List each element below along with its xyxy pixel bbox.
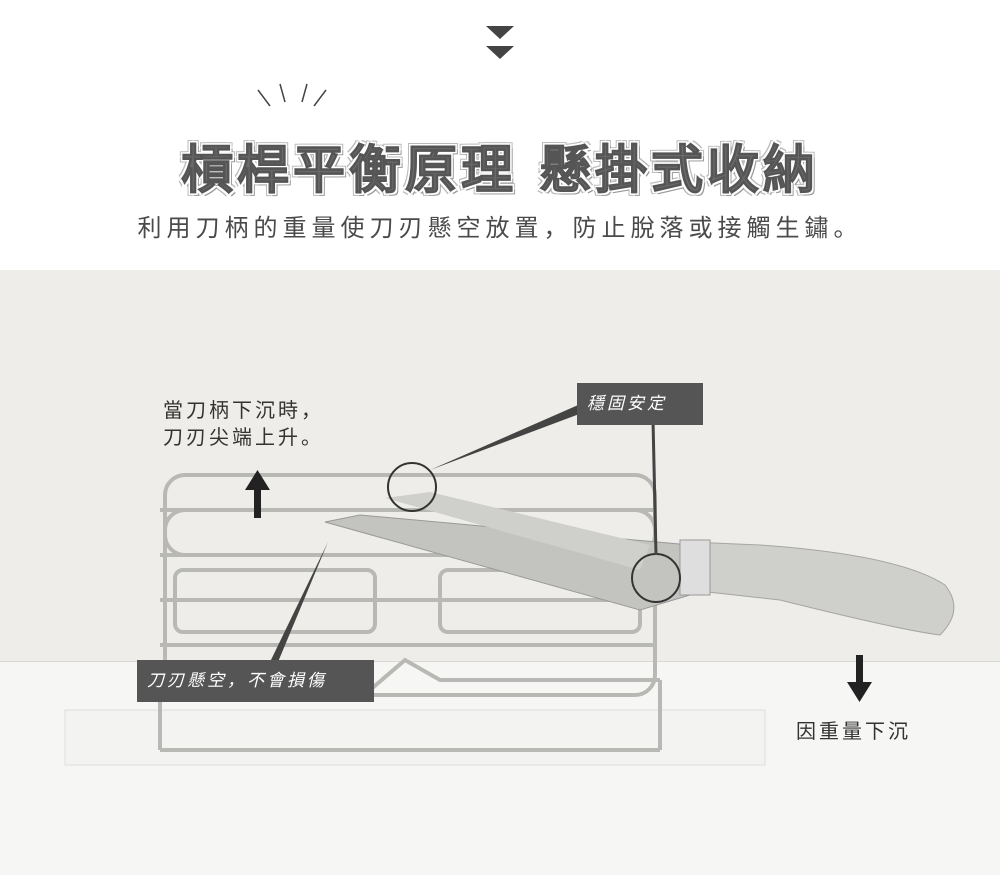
weight-note: 因重量下沉	[796, 719, 911, 743]
lever-note: 當刀柄下沉時， 刀刃尖端上升。	[163, 397, 324, 451]
page-subtitle: 利用刀柄的重量使刀刃懸空放置，防止脫落或接觸生鏽。	[137, 214, 863, 242]
blade-tag: 刀刃懸空，不會損傷	[137, 660, 374, 702]
highlight-circle-top	[387, 462, 437, 512]
lever-note-line2: 刀刃尖端上升。	[163, 425, 324, 449]
stable-tag: 穩固安定	[577, 383, 703, 425]
knife-blade-back	[385, 492, 650, 570]
callout-line-blade	[270, 542, 328, 662]
knife-rack-illustration	[64, 402, 955, 766]
knife-handle	[689, 541, 955, 636]
up-arrow-icon	[245, 470, 270, 518]
down-arrow-icon	[847, 655, 872, 702]
callout-line-stable	[430, 402, 590, 470]
page-title: 槓桿平衡原理 懸掛式收納	[180, 141, 820, 202]
wire-rack	[158, 473, 662, 752]
lever-note-line1: 當刀柄下沉時，	[163, 398, 324, 422]
board	[64, 709, 766, 766]
double-chevron-down-icon	[486, 26, 514, 59]
sparkle-lines-icon	[257, 83, 327, 107]
